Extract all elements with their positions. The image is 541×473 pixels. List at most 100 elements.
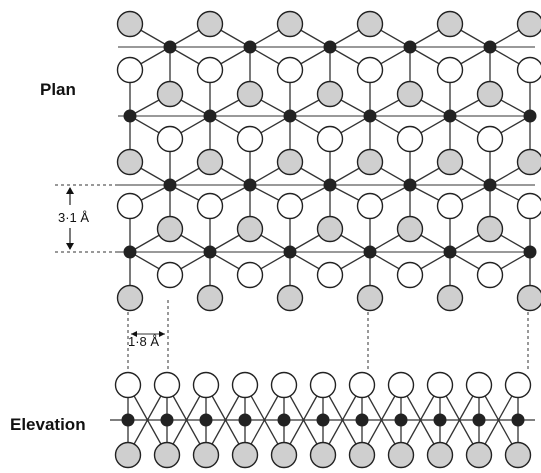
metal-atom — [163, 178, 177, 192]
metal-atom — [523, 245, 537, 259]
open-atom — [270, 371, 298, 399]
open-atom — [236, 125, 264, 153]
metal-atom — [277, 413, 291, 427]
open-atom — [396, 261, 424, 289]
metal-atom — [443, 109, 457, 123]
vertical-spacing-label: 3·1 Å — [58, 210, 89, 225]
metal-atom — [160, 413, 174, 427]
metal-atom — [443, 245, 457, 259]
shaded-atom — [436, 148, 464, 176]
shaded-atom — [504, 441, 532, 469]
open-atom — [276, 56, 304, 84]
shaded-atom — [316, 215, 344, 243]
shaded-atom — [192, 441, 220, 469]
metal-atom — [394, 413, 408, 427]
open-atom — [436, 192, 464, 220]
shaded-atom — [356, 284, 384, 312]
shaded-atom — [476, 80, 504, 108]
open-atom — [156, 125, 184, 153]
open-atom — [396, 125, 424, 153]
plan-label: Plan — [40, 80, 76, 99]
horizontal-spacing-label: 1·8 Å — [128, 334, 159, 349]
shaded-atom — [426, 441, 454, 469]
shaded-atom — [316, 80, 344, 108]
open-atom — [356, 56, 384, 84]
shaded-atom — [396, 215, 424, 243]
open-atom — [476, 125, 504, 153]
arrowhead — [66, 243, 74, 250]
shaded-atom — [516, 284, 541, 312]
metal-atom — [316, 413, 330, 427]
metal-atom — [363, 245, 377, 259]
metal-atom — [199, 413, 213, 427]
shaded-atom — [387, 441, 415, 469]
shaded-atom — [196, 284, 224, 312]
metal-atom — [123, 109, 137, 123]
metal-atom — [363, 109, 377, 123]
shaded-atom — [465, 441, 493, 469]
open-atom — [192, 371, 220, 399]
arrowhead — [159, 331, 165, 337]
open-atom — [348, 371, 376, 399]
open-atom — [153, 371, 181, 399]
open-atom — [316, 125, 344, 153]
shaded-atom — [114, 441, 142, 469]
metal-atom — [433, 413, 447, 427]
metal-atom — [123, 245, 137, 259]
shaded-atom — [196, 10, 224, 38]
shaded-atom — [116, 10, 144, 38]
shaded-atom — [153, 441, 181, 469]
shaded-atom — [516, 148, 541, 176]
metal-atom — [323, 40, 337, 54]
metal-atom — [283, 245, 297, 259]
metal-atom — [243, 40, 257, 54]
shaded-atom — [156, 215, 184, 243]
shaded-atom — [436, 10, 464, 38]
shaded-atom — [236, 80, 264, 108]
metal-atom — [203, 245, 217, 259]
shaded-atom — [196, 148, 224, 176]
shaded-atom — [516, 10, 541, 38]
shaded-atom — [276, 148, 304, 176]
open-atom — [387, 371, 415, 399]
shaded-atom — [231, 441, 259, 469]
open-atom — [436, 56, 464, 84]
open-atom — [476, 261, 504, 289]
open-atom — [116, 192, 144, 220]
arrowhead — [131, 331, 137, 337]
metal-atom — [238, 413, 252, 427]
shaded-atom — [356, 10, 384, 38]
shaded-atom — [348, 441, 376, 469]
metal-atom — [511, 413, 525, 427]
open-atom — [309, 371, 337, 399]
metal-atom — [403, 40, 417, 54]
metal-atom — [121, 413, 135, 427]
open-atom — [426, 371, 454, 399]
metal-atom — [283, 109, 297, 123]
metal-atom — [403, 178, 417, 192]
shaded-atom — [276, 284, 304, 312]
open-atom — [465, 371, 493, 399]
shaded-atom — [270, 441, 298, 469]
open-atom — [276, 192, 304, 220]
open-atom — [196, 56, 224, 84]
shaded-atom — [156, 80, 184, 108]
arrowhead — [66, 187, 74, 194]
metal-atom — [355, 413, 369, 427]
metal-atom — [472, 413, 486, 427]
shaded-atom — [396, 80, 424, 108]
open-atom — [516, 192, 541, 220]
shaded-atom — [236, 215, 264, 243]
metal-atom — [483, 40, 497, 54]
shaded-atom — [356, 148, 384, 176]
metal-atom — [203, 109, 217, 123]
shaded-atom — [436, 284, 464, 312]
open-atom — [114, 371, 142, 399]
shaded-atom — [116, 148, 144, 176]
open-atom — [236, 261, 264, 289]
dimension-lines — [55, 184, 529, 372]
open-atom — [316, 261, 344, 289]
open-atom — [231, 371, 259, 399]
open-atom — [156, 261, 184, 289]
